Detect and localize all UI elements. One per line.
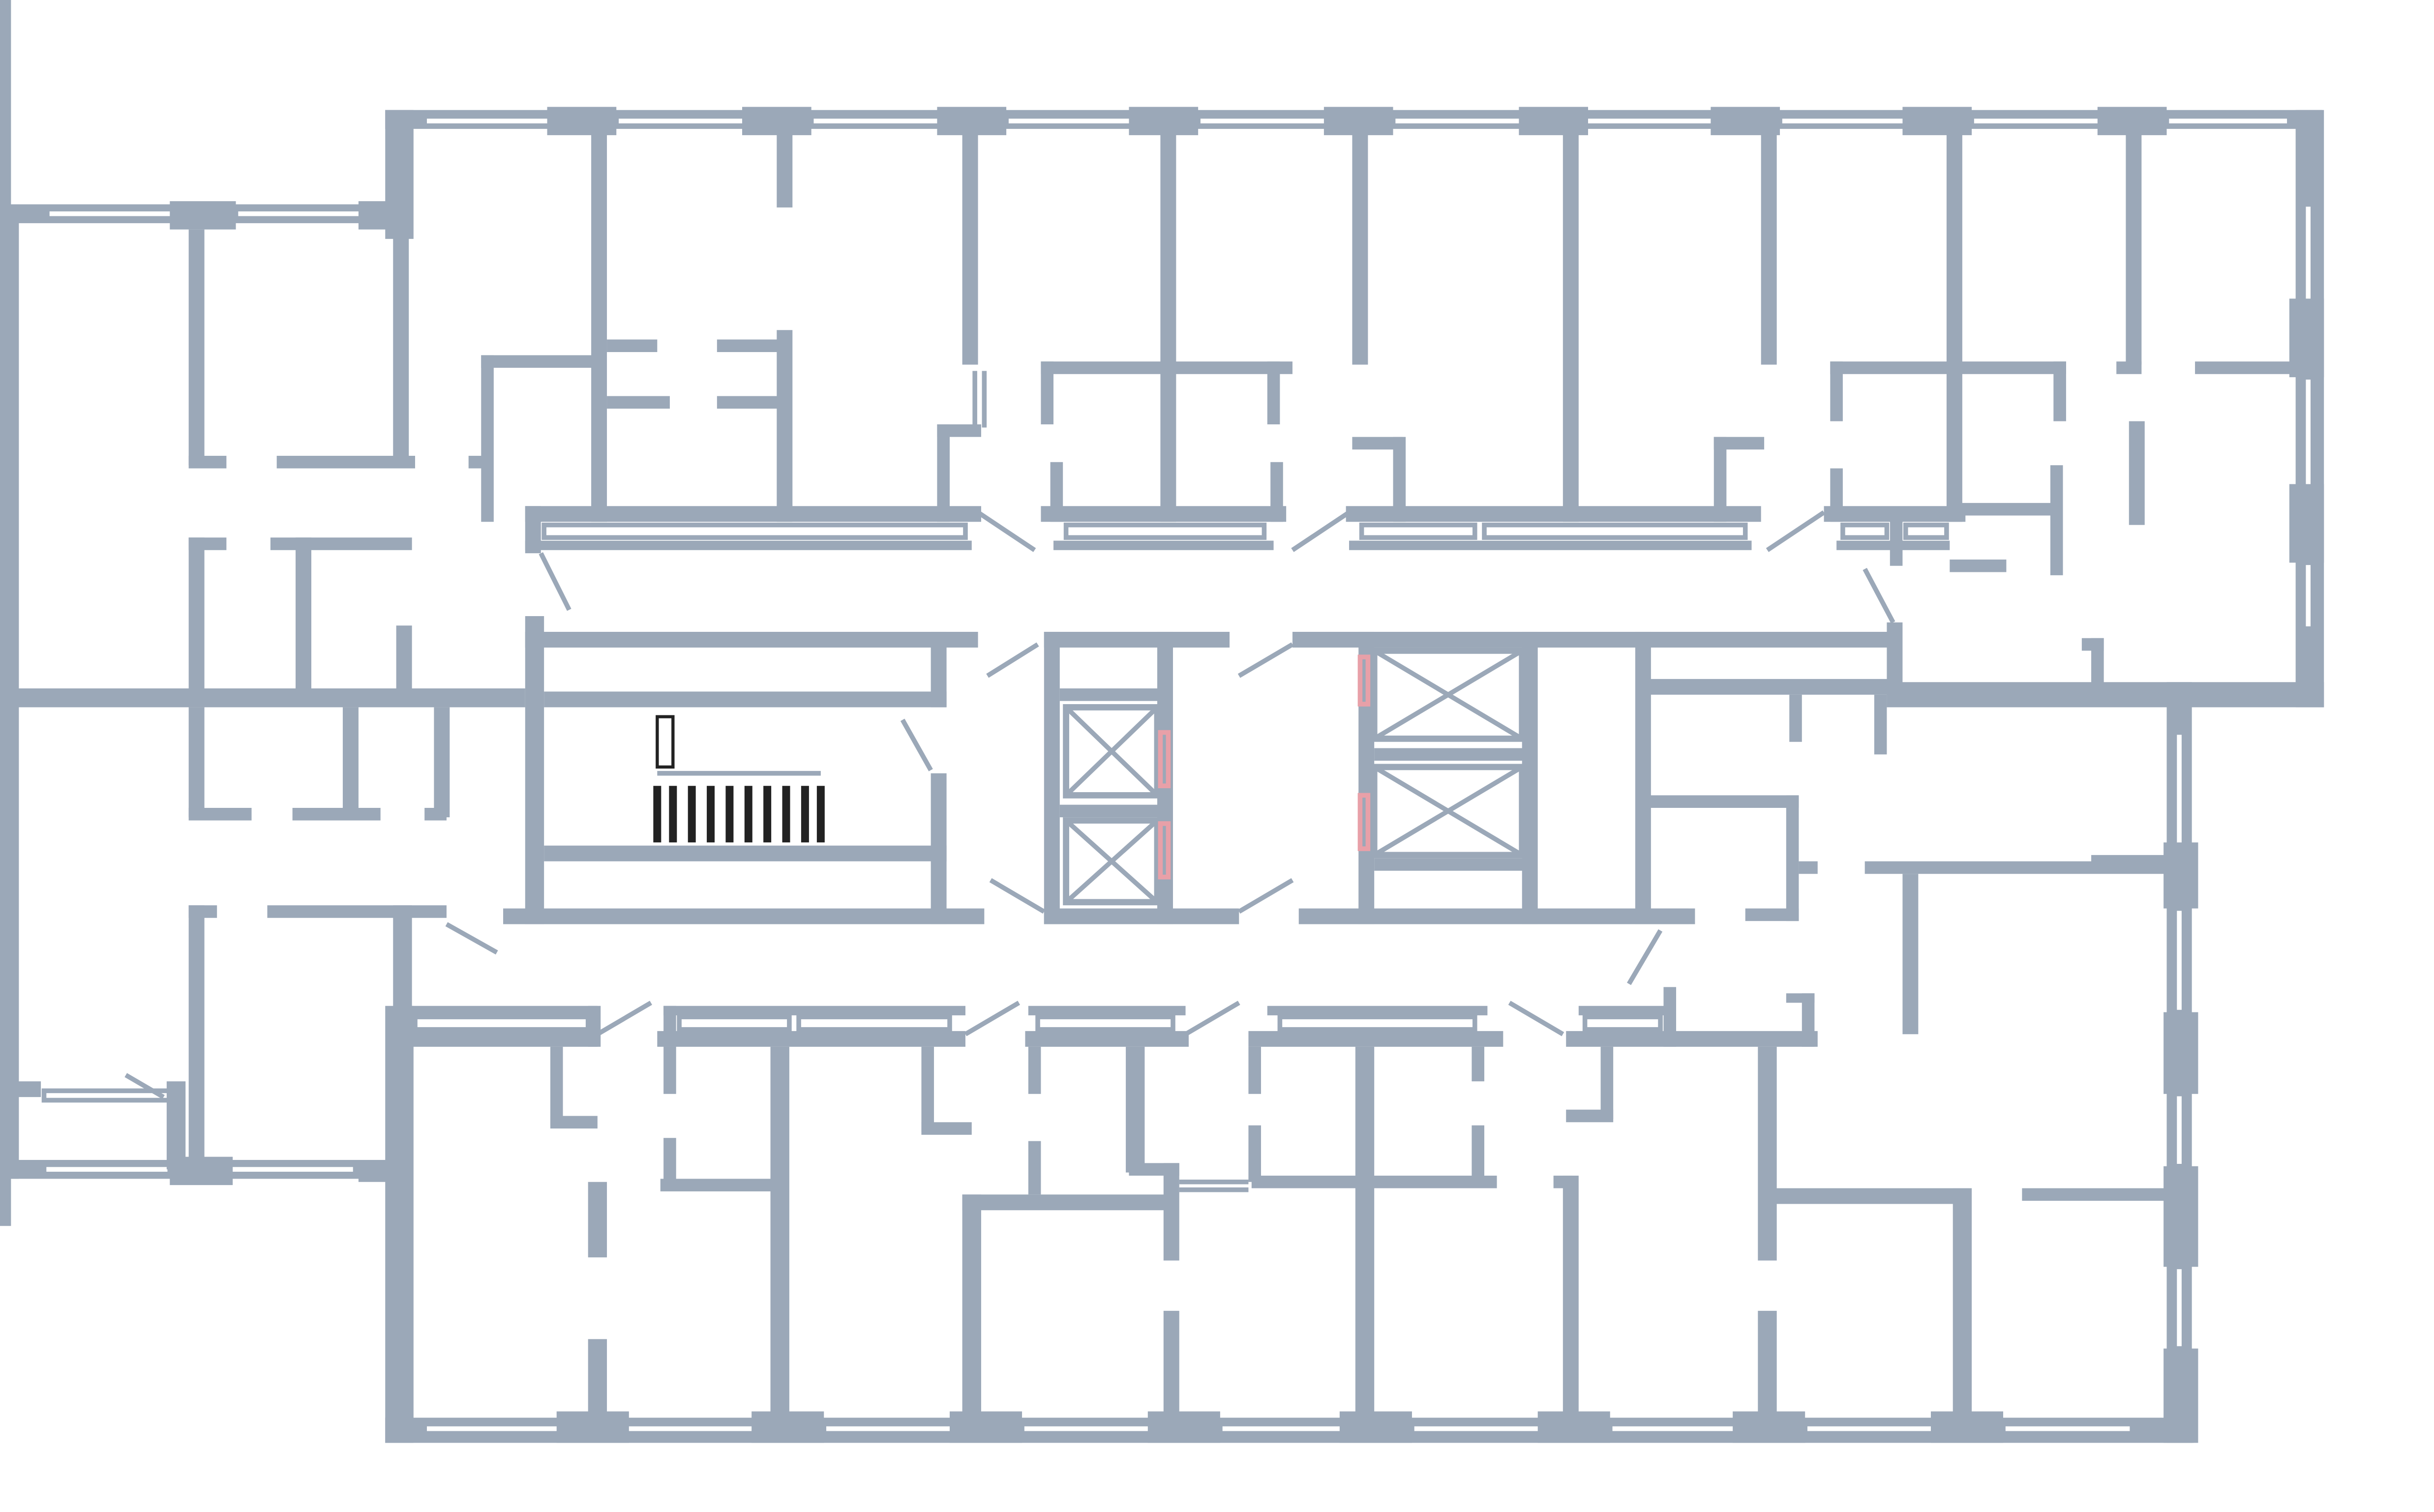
- windows-east: [2172, 202, 2315, 1351]
- north-closets: [525, 506, 1966, 554]
- elevator-shafts: [1063, 647, 1526, 906]
- windows-south: [41, 1088, 2134, 1436]
- south-closets: [412, 987, 1818, 1047]
- south-partitions: [550, 1046, 2170, 1418]
- core-walls: [503, 616, 1903, 924]
- windows-north: [45, 114, 2292, 221]
- east-walls: [1648, 638, 2173, 1035]
- north-partitions: [481, 129, 2296, 575]
- facade-piers: [170, 107, 2324, 1443]
- stair: [653, 715, 825, 843]
- door-lines: [124, 371, 1895, 1192]
- west-wing-walls: [0, 229, 525, 1170]
